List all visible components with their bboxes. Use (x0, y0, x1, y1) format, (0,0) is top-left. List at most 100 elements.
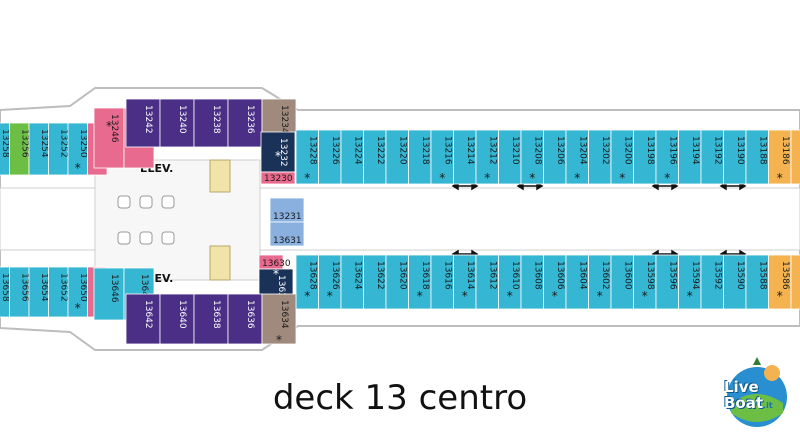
star-marker: * (777, 289, 783, 303)
cabin-fill (125, 98, 161, 148)
cabin-number: 13642 (143, 300, 153, 329)
cabin-13224: 13224 (340, 129, 364, 185)
cabin-number: 13638 (211, 300, 221, 329)
cabin-13231: 13231 (269, 197, 305, 223)
cabin-13232: 13232* (260, 131, 296, 173)
cabin-13650: 13650* (67, 266, 88, 318)
cabin-number: 13622 (375, 261, 385, 290)
cabin-13198: 13198 (633, 129, 657, 185)
cabin-number: 13220 (397, 136, 407, 165)
logo-text: Live Boat.it (724, 379, 773, 414)
cabin-13586: 13586* (768, 254, 792, 310)
cabin-number: 13206 (555, 136, 565, 165)
cabin-number: 13598 (645, 261, 655, 290)
cabin-13250: 13250 * (67, 122, 88, 176)
star-marker: * (327, 289, 333, 303)
logo-suffix: .it (763, 401, 773, 410)
star-marker: * (304, 171, 310, 185)
cabin-number: 13606 (555, 261, 565, 290)
cabin-13220: 13220 (385, 129, 409, 185)
cabin-13636: 13636 (227, 293, 263, 345)
cabin-fill (260, 171, 296, 185)
cabin-number: 13656 (19, 273, 29, 302)
lobby-area (94, 159, 261, 281)
cabin-number: 13654 (39, 273, 49, 302)
cabin-number: 13644 (139, 274, 149, 303)
star-marker: * (664, 171, 670, 185)
deck-title: deck 13 centro (272, 378, 528, 418)
cabin-number: 13254 (39, 129, 49, 158)
cabin-number: 13636 (245, 300, 255, 329)
cabin-number: 13250 (78, 129, 88, 158)
cabin-number: 13608 (532, 261, 542, 290)
cabin-fill (227, 293, 263, 345)
cabin-13594: 13594* (678, 254, 702, 310)
star-marker: * (75, 161, 81, 175)
star-marker: * (642, 289, 648, 303)
cabin-number: 13192 (712, 136, 722, 165)
cabin-13620: 13620 (385, 254, 409, 310)
cabin-number: 13238 (211, 105, 221, 134)
cabin-number: 13246 (109, 114, 119, 143)
star-marker: * (106, 119, 112, 133)
star-marker: * (484, 171, 490, 185)
cabin-13612: 13612 (475, 254, 499, 310)
star-marker: * (552, 289, 558, 303)
star-marker: * (574, 171, 580, 185)
cabin-13252: 13252 (48, 122, 69, 176)
livebeat-logo (727, 357, 787, 427)
cabin-number: 13658 (0, 273, 10, 302)
cabin-fill (93, 267, 125, 321)
cabin-13624: 13624 (340, 254, 364, 310)
cabin-number: 13620 (397, 261, 407, 290)
cabin-13590: 13590 (723, 254, 747, 310)
cabin-number: 13214 (465, 136, 475, 165)
cabin-13188: 13188 (745, 129, 769, 185)
cabin-13230: 13230 (260, 171, 296, 185)
cabin-13246: 13246* (93, 107, 125, 169)
cabin-13222: 13222 (363, 129, 387, 185)
cabin-number: 13592 (712, 261, 722, 290)
cabin-number: 13632 (276, 275, 286, 304)
cabin-13616: 13616 (430, 254, 454, 310)
cabin-13640: 13640 (159, 293, 195, 345)
cabin-number: 13618 (420, 261, 430, 290)
cabin-number: 13218 (420, 136, 430, 165)
cabin-number: 13236 (245, 105, 255, 134)
cabin-number: 13228 (307, 136, 317, 165)
star-marker: * (687, 289, 693, 303)
cabin-blocks: 1325813256132541325213250*1324813246*132… (0, 98, 800, 347)
cabin-13242: 13242 (125, 98, 161, 148)
cabin-number: 13612 (487, 261, 497, 290)
cabin-13596: 13596 (655, 254, 679, 310)
cabin-number: 13652 (58, 273, 68, 302)
cabin-number: 13240 (177, 105, 187, 134)
cabin-fill (261, 293, 297, 345)
cabin-13226: 13226 (318, 129, 342, 185)
cabin-13600: 13600 (610, 254, 634, 310)
cabin-13236: 13236 (227, 98, 263, 148)
cabin-13186: 13186* (768, 129, 792, 185)
cabin-fill (159, 98, 195, 148)
cabin-number: 13616 (442, 261, 452, 290)
cabin-number: 13626 (330, 261, 340, 290)
cabin-number: 13604 (577, 261, 587, 290)
cabin-13258: 13258 (0, 122, 10, 176)
cabin-fill (790, 254, 800, 310)
cabin-13652: 13652 (48, 266, 69, 318)
cabin-number: 13631 (273, 236, 302, 246)
cabin-number: 13588 (757, 261, 767, 290)
cabin-number: 13594 (690, 261, 700, 290)
cabin-number: 13596 (667, 261, 677, 290)
cabin-13238: 13238 (193, 98, 229, 148)
cabin-fill (125, 293, 161, 345)
cabin-13604: 13604 (565, 254, 589, 310)
cabin-number: 13231 (273, 212, 302, 222)
cabin-13588: 13588 (745, 254, 769, 310)
cabin-13184: 13184 (790, 129, 800, 185)
cabin-number: 13614 (465, 261, 475, 290)
cabin-fill (193, 98, 229, 148)
cabin-number: 13256 (19, 129, 29, 158)
cabin-number: 13646 (109, 274, 119, 303)
cabin-number: 13624 (352, 261, 362, 290)
